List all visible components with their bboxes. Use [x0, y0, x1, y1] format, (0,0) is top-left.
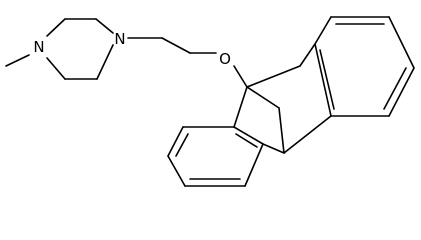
nitrogen-label-ethyl: N [114, 30, 125, 48]
bond [167, 155, 186, 187]
bond [278, 107, 285, 154]
bond [95, 18, 114, 34]
bond [167, 126, 184, 157]
bond [46, 57, 66, 80]
bond [233, 86, 248, 128]
bond [388, 67, 415, 117]
bond [388, 16, 415, 69]
bond [314, 43, 332, 117]
bond [235, 133, 258, 148]
chemical-structure: N N O [5, 16, 415, 187]
bonds [5, 16, 415, 187]
bond [244, 143, 264, 187]
bond [161, 37, 191, 54]
bond [283, 115, 332, 154]
bond [246, 65, 301, 88]
bond [314, 16, 332, 45]
bond [96, 44, 114, 80]
bond [233, 126, 264, 145]
nitrogen-label-methyl: N [33, 38, 44, 56]
bond [5, 54, 30, 67]
oxygen-label: O [219, 50, 231, 68]
bond [175, 133, 189, 157]
atom-labels: N N O [33, 30, 231, 68]
bond [319, 49, 335, 110]
bond [46, 18, 66, 37]
bond [299, 43, 316, 67]
bond [383, 67, 407, 110]
bond [246, 86, 280, 109]
bond [262, 143, 285, 154]
bond [233, 65, 248, 88]
